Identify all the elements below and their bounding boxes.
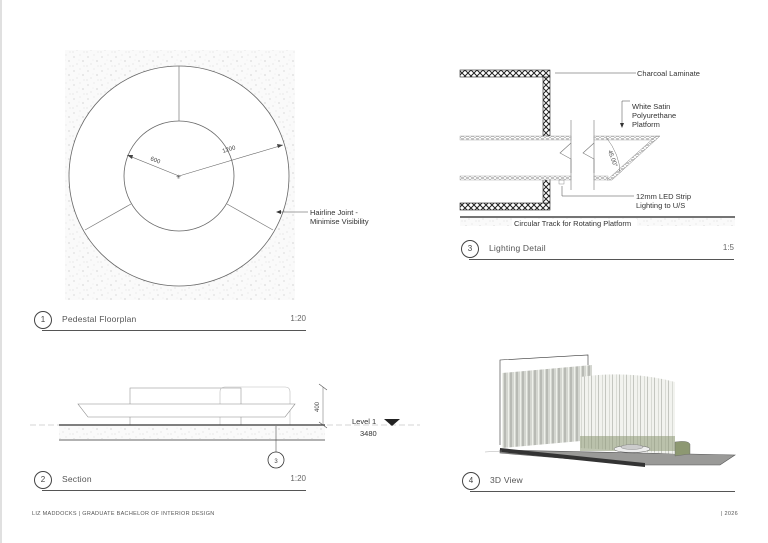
view-scale: 1:20	[290, 474, 306, 483]
view-section: 400 Level 1 3480 3	[30, 380, 430, 475]
charcoal-laminate-bottom	[459, 202, 551, 211]
dim-outer-radius: 1200	[222, 145, 237, 155]
rear-fin-wall	[502, 365, 592, 448]
view-title: Section	[62, 474, 92, 484]
floorplan-drawing: 600 1200 ✳ Hairline Joint - Minimise Vis…	[65, 50, 369, 300]
level-name: Level 1	[352, 417, 376, 426]
view-title: 3D View	[490, 475, 523, 485]
callout-bubble[interactable]	[267, 451, 285, 469]
view-scale: 1:20	[290, 314, 306, 323]
angle-dimension: 45.00°	[606, 150, 618, 169]
view-title-section: 2 Section 1:20	[34, 471, 306, 491]
view-title: Lighting Detail	[489, 243, 546, 253]
dim-height: 400	[315, 401, 321, 412]
view-title-3d: 4 3D View	[462, 472, 735, 492]
view-scale: 1:5	[722, 243, 734, 252]
annotation-track: Circular Track for Rotating Platform	[514, 219, 631, 228]
annotation-platform-2: Polyurethane	[632, 111, 676, 120]
title-rule	[42, 490, 306, 491]
title-rule	[470, 491, 735, 492]
view-number: 3	[461, 240, 479, 258]
plinth-bench	[674, 441, 691, 457]
footer-year: | 2026	[721, 511, 738, 517]
curved-fin-screen	[580, 374, 675, 454]
led-strip	[558, 179, 565, 185]
angled-platform-edge	[606, 135, 661, 181]
section-drawing: 400 Level 1 3480 3	[30, 383, 420, 469]
annotation-joint-line2: Minimise Visibility	[310, 217, 369, 226]
annotation-led-1: 12mm LED Strip	[636, 192, 691, 201]
view-title: Pedestal Floorplan	[62, 314, 137, 324]
annotation-platform-3: Platform	[632, 120, 660, 129]
view-title-floorplan: 1 Pedestal Floorplan 1:20	[34, 311, 306, 331]
view-title-lighting-detail: 3 Lighting Detail 1:5	[461, 240, 734, 260]
view-pedestal-floorplan: 600 1200 ✳ Hairline Joint - Minimise Vis…	[30, 40, 380, 340]
view-lighting-detail: 45.00° Charcoal Laminate White Satin Pol…	[450, 55, 750, 235]
annotation-platform-1: White Satin	[632, 102, 670, 111]
annotation-joint: Hairline Joint -	[310, 208, 358, 217]
lighting-detail-drawing: 45.00° Charcoal Laminate White Satin Pol…	[459, 69, 735, 228]
annotation-charcoal: Charcoal Laminate	[637, 69, 700, 78]
title-rule	[42, 330, 306, 331]
3d-render	[484, 354, 736, 467]
title-rule	[469, 259, 734, 260]
view-number: 1	[34, 311, 52, 329]
annotation-led-2: Lighting to U/S	[636, 201, 685, 210]
pedestal-section	[77, 403, 296, 418]
view-number: 4	[462, 472, 480, 490]
level-marker-icon	[384, 419, 400, 426]
view-number: 2	[34, 471, 52, 489]
callout-number: 3	[274, 459, 278, 465]
level-elevation: 3480	[360, 429, 377, 438]
dim-inner-radius: 600	[149, 156, 161, 166]
view-3d	[450, 330, 750, 470]
sheet-edge	[0, 0, 2, 543]
footer-author: LIZ MADDOCKS | GRADUATE BACHELOR OF INTE…	[32, 511, 215, 517]
svg-text:✳: ✳	[176, 174, 181, 181]
charcoal-laminate-top	[459, 69, 551, 78]
